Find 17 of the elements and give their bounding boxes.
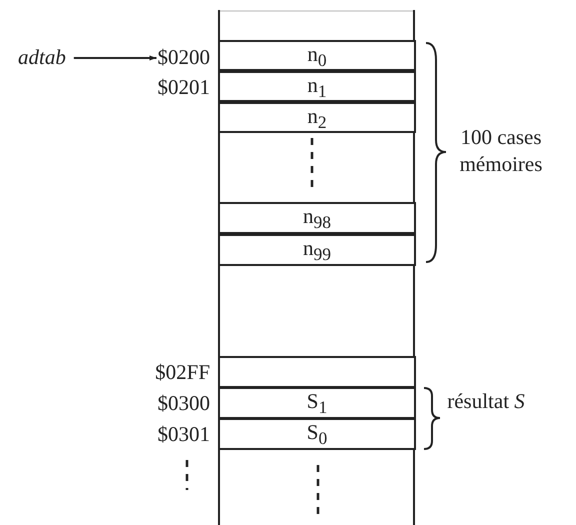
memory-address: $02FF	[155, 360, 210, 384]
empty-memory-cell	[218, 356, 416, 388]
memory-cell: n$_{99}$	[218, 234, 416, 266]
memory-cell: S$_{1}$	[218, 387, 416, 419]
memory-cell: n$_{98}$	[218, 202, 416, 234]
memory-cell: n$_{1}$	[218, 71, 416, 102]
memory-address: $0201	[158, 75, 210, 99]
memory-address: $0301	[158, 422, 210, 446]
memory-address: $0200	[158, 45, 210, 69]
memory-address: $0300	[158, 391, 210, 415]
brace-annotation: résultat S	[446, 388, 526, 415]
brace-annotation: 100 cases mémoires	[458, 124, 544, 178]
memory-cell: n$_{2}$	[218, 102, 416, 133]
memory-cell: n$_{0}$	[218, 40, 416, 71]
memory-cell: S$_{0}$	[218, 418, 416, 450]
pointer-label: adtab	[18, 45, 66, 69]
arrow	[74, 56, 156, 60]
